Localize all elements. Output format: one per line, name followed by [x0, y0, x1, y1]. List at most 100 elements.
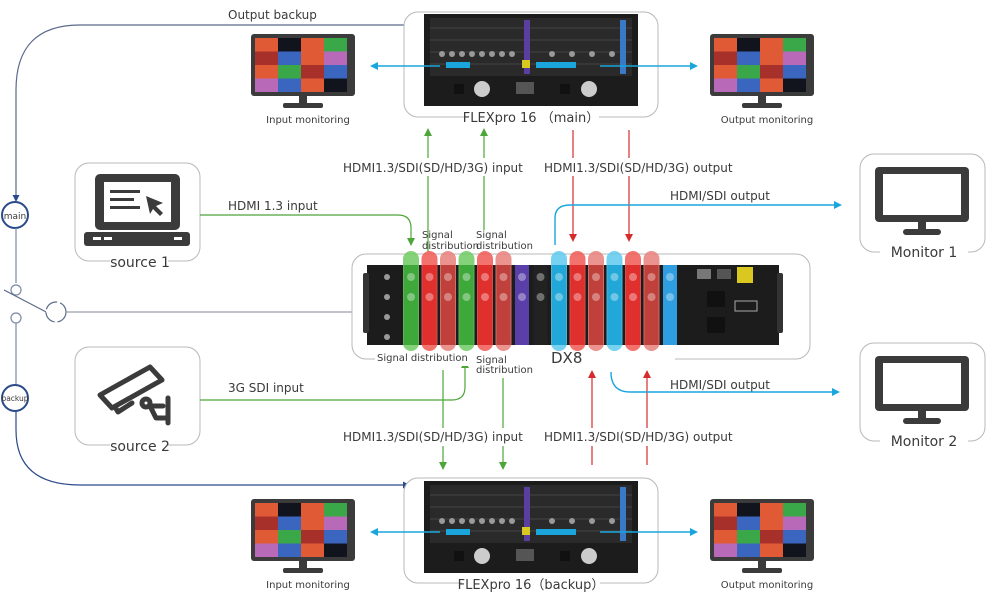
channel-card-green [459, 265, 474, 345]
flexpro-main-label: FLEXpro 16 （main） [463, 111, 599, 126]
top-output-label: HDMI1.3/SDI(SD/HD/3G) output [544, 161, 733, 175]
mosaic-tile [760, 65, 783, 79]
handle [363, 273, 369, 333]
bnc-connector [407, 293, 415, 301]
mosaic-tile [278, 543, 301, 557]
power-socket [707, 317, 725, 333]
mosaic-tile [278, 516, 301, 530]
bottom-input-label: HDMI1.3/SDI(SD/HD/3G) input [343, 430, 523, 444]
blue-module [536, 529, 576, 535]
cctv-camera-icon [97, 364, 171, 426]
screw [384, 334, 390, 340]
switch-pivot [45, 301, 67, 323]
mosaic-tile [255, 51, 278, 65]
fan [474, 81, 490, 97]
handle [777, 273, 783, 333]
mosaic-tile [255, 65, 278, 79]
source-2-label: source 2 [110, 439, 170, 455]
bnc-connector [469, 518, 475, 524]
bnc-connector [489, 518, 495, 524]
mosaic-tile [324, 51, 347, 65]
mosaic-tile [324, 543, 347, 557]
mosaic-tile [760, 530, 783, 544]
mosaic-tile [301, 516, 324, 530]
power-socket [454, 84, 464, 94]
mosaic-tile [760, 543, 783, 557]
monitor-stand [742, 103, 782, 108]
output-monitoring-bottom-label: Output monitoring [721, 580, 814, 591]
monitor-neck [299, 96, 307, 104]
mosaic-tile [737, 78, 760, 92]
bnc-connector [462, 273, 471, 281]
bnc-connector [499, 518, 505, 524]
bnc-connector [589, 518, 595, 524]
bnc-connector [509, 518, 515, 524]
slot-strip [620, 20, 626, 74]
mosaic-tile [278, 65, 301, 79]
screw [384, 314, 390, 320]
backup-badge [1, 384, 29, 412]
bnc-connector [569, 51, 575, 57]
bnc-connector [549, 518, 555, 524]
input-monitoring-top-label: Input monitoring [266, 115, 350, 126]
output-backup-label: Output backup [228, 8, 317, 22]
sdi3g-input-line [200, 360, 469, 401]
mosaic-tile [301, 530, 324, 544]
bnc-connector [499, 273, 508, 281]
hdmi13-input-label: HDMI 1.3 input [228, 199, 318, 213]
bnc-connector [610, 293, 619, 301]
mosaic-tile [255, 38, 278, 52]
power-socket [454, 551, 464, 561]
mosaic-tile [324, 516, 347, 530]
source-1-label: source 1 [110, 255, 170, 271]
monitor-2-label: Monitor 2 [891, 434, 958, 450]
channel-card-blue [552, 265, 566, 345]
monitor-stand [283, 103, 323, 108]
mosaic-tile [278, 51, 301, 65]
mosaic-tile [714, 38, 737, 52]
mosaic-tile [255, 543, 278, 557]
mosaic-tile [737, 516, 760, 530]
mosaic-tile [760, 516, 783, 530]
mosaic-tile [714, 503, 737, 517]
bnc-connector [481, 273, 489, 281]
bnc-connector [479, 518, 485, 524]
hdmi13-input-line [200, 214, 415, 246]
mosaic-tile [278, 530, 301, 544]
mosaic-tile [783, 38, 806, 52]
monitor-icon [875, 356, 969, 424]
bnc-connector [499, 51, 505, 57]
screw [384, 294, 390, 300]
mosaic-tile [714, 543, 737, 557]
bottom-output-label: HDMI1.3/SDI(SD/HD/3G) output [544, 430, 733, 444]
mosaic-tile [324, 503, 347, 517]
mosaic-tile [714, 530, 737, 544]
power-socket [560, 84, 570, 94]
bnc-connector [479, 51, 485, 57]
mosaic-tile [324, 78, 347, 92]
bnc-connector [647, 293, 656, 301]
slot-strip [524, 487, 530, 541]
flexpro-main-device [424, 14, 638, 106]
monitor-neck [299, 561, 307, 569]
bnc-connector [629, 293, 637, 301]
mosaic-tile [301, 543, 324, 557]
switch-contact-backup [10, 312, 22, 324]
bnc-connector [449, 51, 455, 57]
dx8-device [363, 251, 783, 351]
bnc-connector [425, 273, 434, 281]
channel-card-red [626, 265, 640, 345]
mosaic-tile [737, 51, 760, 65]
channel-card-lightred [441, 265, 455, 345]
fan [474, 548, 490, 564]
bnc-connector [589, 51, 595, 57]
bnc-connector [509, 51, 515, 57]
bnc-connector [573, 293, 582, 301]
bnc-connector [439, 51, 445, 57]
bnc-connector [489, 51, 495, 57]
bnc-connector [439, 518, 445, 524]
backup-feed-line [15, 411, 410, 489]
mosaic-tile [301, 503, 324, 517]
